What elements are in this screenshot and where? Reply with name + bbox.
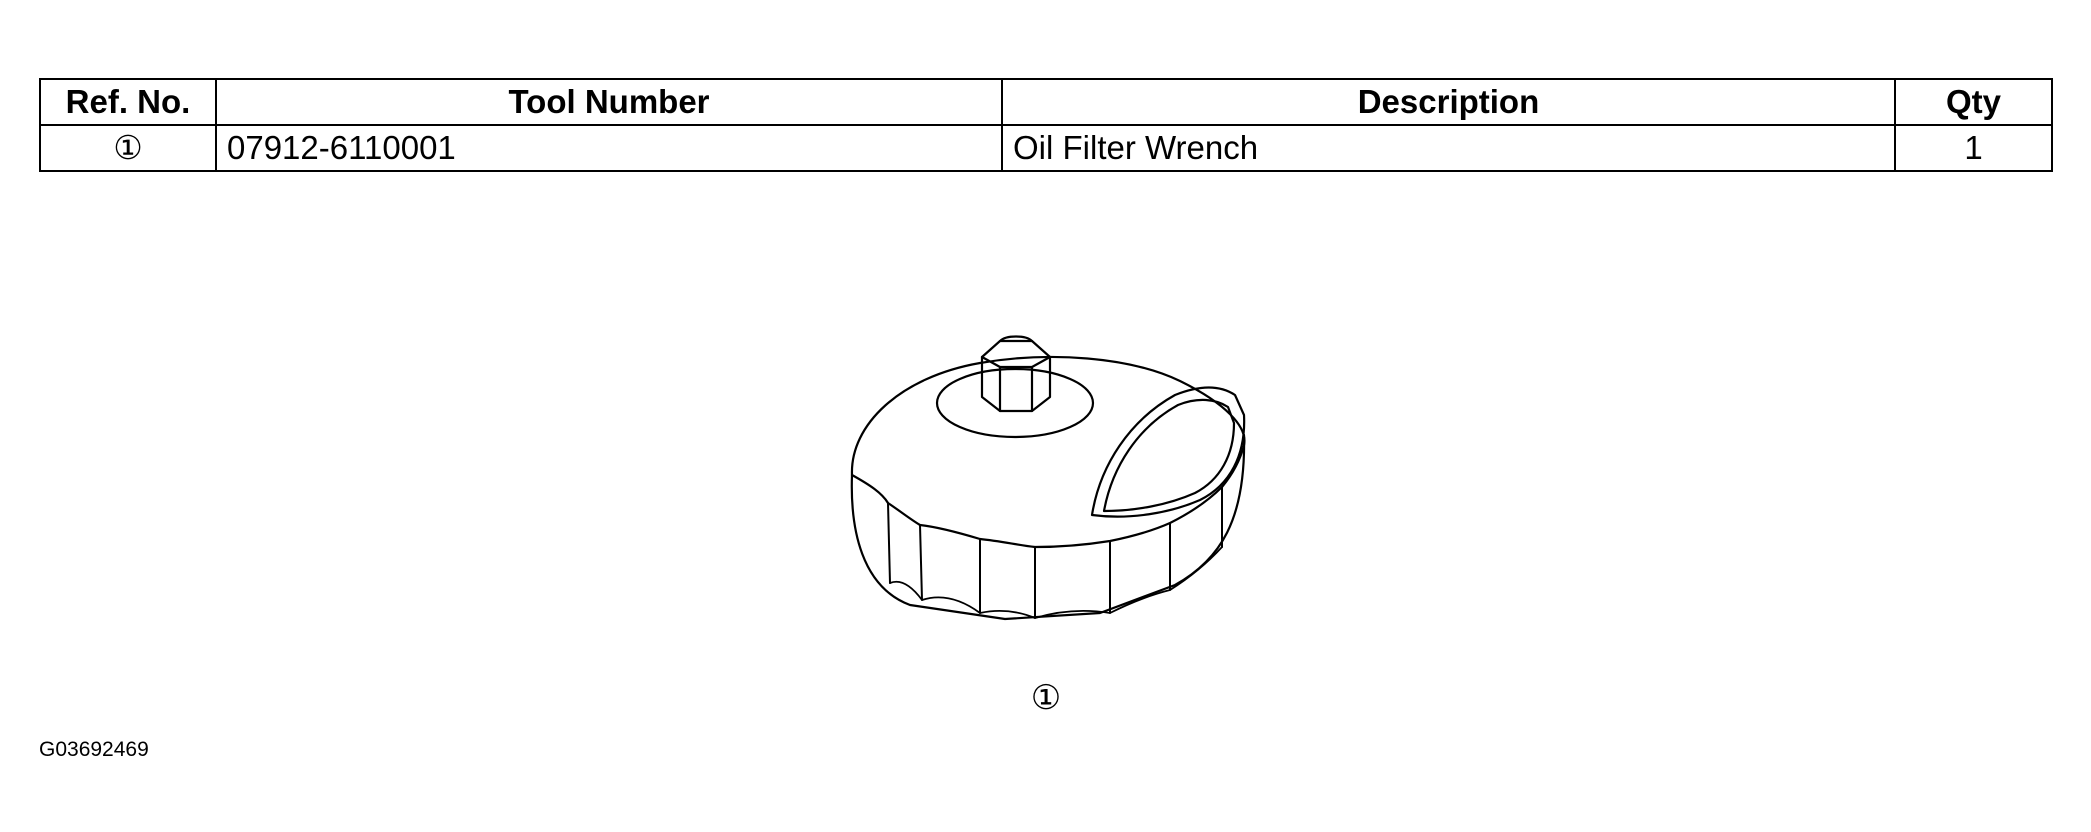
figure-id: G03692469 xyxy=(39,738,149,761)
cell-ref-no: ① xyxy=(39,124,217,172)
header-qty: Qty xyxy=(1894,78,2053,126)
special-tools-table: Ref. No. Tool Number Description Qty ① 0… xyxy=(39,78,2053,172)
header-description: Description xyxy=(1001,78,1896,126)
header-ref-no: Ref. No. xyxy=(39,78,217,126)
cell-tool-number: 07912-6110001 xyxy=(215,124,1003,172)
table-row: ① 07912-6110001 Oil Filter Wrench 1 xyxy=(39,124,2053,172)
cell-qty: 1 xyxy=(1894,124,2053,172)
oil-filter-wrench-icon xyxy=(850,335,1246,621)
cell-description: Oil Filter Wrench xyxy=(1001,124,1896,172)
table-header-row: Ref. No. Tool Number Description Qty xyxy=(39,78,2053,126)
header-tool-number: Tool Number xyxy=(215,78,1003,126)
figure-callout: ① xyxy=(1030,679,1062,717)
